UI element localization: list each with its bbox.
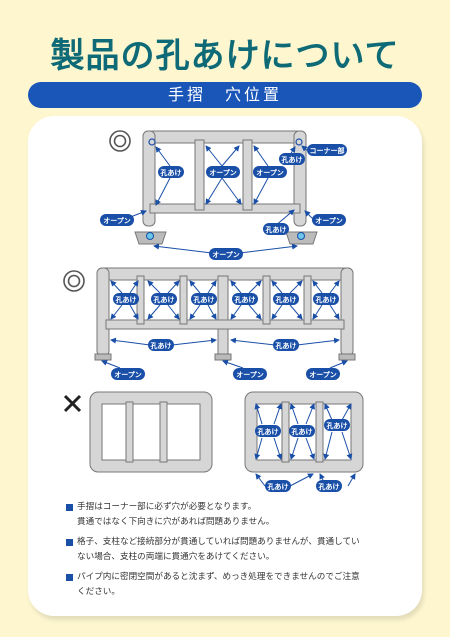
hole-label: 孔あけ [289,425,315,437]
svg-text:オープン: オープン [315,216,343,225]
svg-text:オープン: オープン [114,370,142,379]
open-label: オープン [312,214,346,226]
handrail-frame-1 [134,130,318,245]
svg-text:孔あけ: 孔あけ [268,482,289,491]
svg-text:オープン: オープン [209,168,237,177]
bullet-square-icon [66,574,73,581]
open-label: オープン [253,166,287,178]
hole-label: 孔あけ [279,153,305,165]
svg-text:孔あけ: 孔あけ [316,295,337,304]
hole-label: 孔あけ [273,293,299,305]
svg-text:孔あけ: 孔あけ [258,427,279,436]
note-line: パイプ内に密閉空間があると沈まず、めっき処理をできませんのでご注意 [77,572,360,582]
hole-label: 孔あけ [148,339,174,351]
svg-text:孔あけ: 孔あけ [154,295,175,304]
section-subtitle: 手摺 穴位置 [28,82,422,108]
hole-label: 孔あけ [113,293,139,305]
svg-text:孔あけ: 孔あけ [276,341,297,350]
svg-text:孔あけ: 孔あけ [292,427,313,436]
hole-label: 孔あけ [324,419,350,431]
note-line: 格子、支柱など接続部分が貫通していれば問題ありませんが、貫通してい [77,537,360,547]
svg-text:孔あけ: 孔あけ [319,482,340,491]
note-line: ください。 [77,587,120,597]
note-item: 手摺はコーナー部に必ず穴が必要となります。 貫通ではなく下向きに穴があれば問題あ… [66,500,411,530]
hole-label: 孔あけ [158,166,184,178]
svg-text:孔あけ: 孔あけ [266,225,287,234]
svg-text:孔あけ: 孔あけ [161,168,182,177]
hole-label: 孔あけ [316,480,342,492]
open-label: オープン [209,248,243,260]
hole-label: 孔あけ [265,480,291,492]
handrail-frame-2 [94,267,356,361]
handrail-frame-3 [89,391,213,473]
open-label: オープン [233,368,267,380]
open-label: オープン [111,368,145,380]
content-card [28,116,422,616]
hole-label: 孔あけ [191,293,217,305]
handrail-frame-4 [244,391,364,473]
svg-text:孔あけ: 孔あけ [194,295,215,304]
corner-label: コーナー部 [307,144,347,156]
svg-text:孔あけ: 孔あけ [282,155,303,164]
svg-text:オープン: オープン [103,216,131,225]
note-item: 格子、支柱など接続部分が貫通していれば問題ありませんが、貫通してい ない場合、支… [66,535,411,565]
note-line: ない場合、支柱の両端に貫通穴をあけてください。 [77,552,275,562]
good-mark-icon [109,130,131,152]
bullet-square-icon [66,504,73,511]
svg-text:コーナー部: コーナー部 [310,146,345,155]
hole-label: 孔あけ [263,223,289,235]
good-mark-icon [63,270,85,292]
page-title: 製品の孔あけについて [50,36,400,76]
notes-section: 手摺はコーナー部に必ず穴が必要となります。 貫通ではなく下向きに穴があれば問題あ… [66,500,411,605]
bad-mark-icon [63,394,82,413]
svg-text:オープン: オープン [212,250,240,259]
open-label: オープン [306,368,340,380]
hole-label: 孔あけ [313,293,339,305]
open-label: オープン [206,166,240,178]
svg-text:オープン: オープン [236,370,264,379]
hole-label: 孔あけ [273,339,299,351]
svg-text:オープン: オープン [256,168,284,177]
hole-label: 孔あけ [232,293,258,305]
hole-label: 孔あけ [255,425,281,437]
svg-text:孔あけ: 孔あけ [276,295,297,304]
svg-text:孔あけ: 孔あけ [151,341,172,350]
open-label: オープン [100,214,134,226]
svg-text:オープン: オープン [309,370,337,379]
hole-label: 孔あけ [151,293,177,305]
svg-text:孔あけ: 孔あけ [116,295,137,304]
bullet-square-icon [66,539,73,546]
svg-text:孔あけ: 孔あけ [327,421,348,430]
note-line: 貫通ではなく下向きに穴があれば問題ありません。 [77,517,275,527]
note-item: パイプ内に密閉空間があると沈まず、めっき処理をできませんのでご注意 ください。 [66,570,411,600]
svg-text:孔あけ: 孔あけ [235,295,256,304]
note-line: 手摺はコーナー部に必ず穴が必要となります。 [77,502,257,512]
